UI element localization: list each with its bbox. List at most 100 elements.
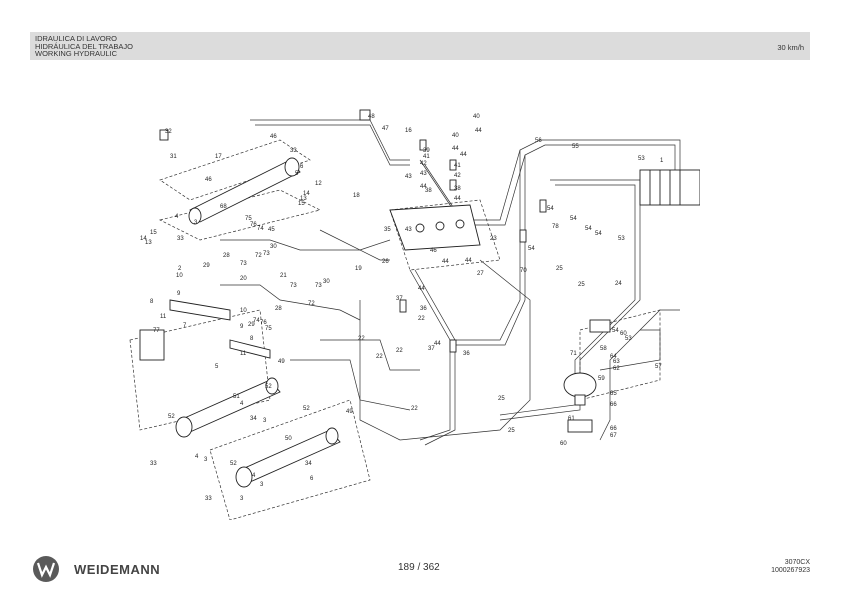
svg-text:41: 41 (423, 154, 430, 160)
svg-text:52: 52 (230, 461, 237, 467)
svg-text:54: 54 (595, 231, 602, 237)
svg-text:4: 4 (195, 454, 199, 460)
svg-text:44: 44 (465, 258, 472, 264)
svg-text:43: 43 (405, 227, 412, 233)
svg-text:23: 23 (490, 236, 497, 242)
svg-text:60: 60 (620, 331, 627, 337)
svg-text:47: 47 (382, 126, 389, 132)
page-header: IDRAULICA DI LAVORO HIDRÁULICA DEL TRABA… (30, 32, 810, 60)
svg-text:68: 68 (220, 204, 227, 210)
svg-text:22: 22 (418, 316, 425, 322)
svg-text:57: 57 (655, 364, 662, 370)
svg-text:25: 25 (508, 428, 515, 434)
svg-text:10: 10 (240, 308, 247, 314)
svg-text:24: 24 (615, 281, 622, 287)
svg-text:5: 5 (215, 364, 219, 370)
svg-text:54: 54 (547, 206, 554, 212)
svg-text:11: 11 (160, 314, 167, 320)
svg-text:2: 2 (178, 266, 182, 272)
svg-text:15: 15 (150, 230, 157, 236)
svg-text:73: 73 (240, 261, 247, 267)
svg-text:52: 52 (303, 406, 310, 412)
svg-text:55: 55 (572, 144, 579, 150)
brand-name: WEIDEMANN (74, 561, 161, 577)
title-italian: IDRAULICA DI LAVORO (35, 34, 117, 43)
svg-text:46: 46 (430, 248, 437, 254)
svg-text:32: 32 (165, 129, 172, 135)
svg-text:73: 73 (290, 283, 297, 289)
svg-text:16: 16 (405, 128, 412, 134)
svg-text:37: 37 (428, 346, 435, 352)
svg-text:46: 46 (270, 134, 277, 140)
svg-text:4: 4 (175, 214, 179, 220)
weidemann-logo: WEIDEMANN (32, 555, 160, 583)
svg-text:74: 74 (257, 226, 264, 232)
svg-text:20: 20 (240, 276, 247, 282)
svg-text:53: 53 (638, 156, 645, 162)
svg-text:18: 18 (353, 193, 360, 199)
svg-text:44: 44 (418, 286, 425, 292)
svg-text:63: 63 (613, 359, 620, 365)
svg-text:73: 73 (263, 251, 270, 257)
svg-text:28: 28 (275, 306, 282, 312)
svg-text:52: 52 (168, 414, 175, 420)
svg-text:66: 66 (610, 426, 617, 432)
svg-text:64: 64 (610, 354, 617, 360)
model-number: 3070CX (784, 559, 810, 566)
svg-text:75: 75 (265, 326, 272, 332)
svg-text:34: 34 (305, 461, 312, 467)
svg-text:33: 33 (177, 236, 184, 242)
svg-text:39: 39 (423, 148, 430, 154)
svg-text:30: 30 (323, 279, 330, 285)
svg-text:25: 25 (498, 396, 505, 402)
svg-text:22: 22 (358, 336, 365, 342)
svg-text:35: 35 (384, 227, 391, 233)
svg-text:49: 49 (278, 359, 285, 365)
document-info: 3070CX 1000267923 (771, 559, 810, 575)
svg-text:29: 29 (203, 263, 210, 269)
svg-text:17: 17 (215, 154, 222, 160)
svg-text:42: 42 (454, 173, 461, 179)
svg-text:5: 5 (295, 171, 299, 177)
svg-text:62: 62 (613, 366, 620, 372)
svg-text:44: 44 (452, 146, 459, 152)
header-titles: IDRAULICA DI LAVORO HIDRÁULICA DEL TRABA… (35, 35, 133, 58)
speed-rating: 30 km/h (777, 43, 804, 52)
svg-text:36: 36 (463, 351, 470, 357)
svg-text:54: 54 (570, 216, 577, 222)
svg-text:45: 45 (268, 227, 275, 233)
svg-text:38: 38 (454, 186, 461, 192)
svg-text:3: 3 (263, 418, 267, 424)
svg-text:13: 13 (145, 240, 152, 246)
svg-text:54: 54 (612, 328, 619, 334)
svg-text:30: 30 (270, 244, 277, 250)
svg-text:25: 25 (556, 266, 563, 272)
svg-text:44: 44 (420, 184, 427, 190)
svg-text:52: 52 (265, 384, 272, 390)
svg-text:44: 44 (434, 341, 441, 347)
svg-text:49: 49 (346, 409, 353, 415)
svg-text:34: 34 (250, 416, 257, 422)
document-number: 1000267923 (771, 567, 810, 574)
svg-text:72: 72 (255, 253, 262, 259)
svg-text:21: 21 (280, 273, 287, 279)
svg-text:9: 9 (240, 324, 244, 330)
svg-text:37: 37 (396, 296, 403, 302)
svg-text:25: 25 (578, 282, 585, 288)
svg-text:13: 13 (300, 196, 307, 202)
svg-text:36: 36 (420, 306, 427, 312)
svg-text:15: 15 (298, 201, 305, 207)
title-english: WORKING HYDRAULIC (35, 49, 118, 59)
svg-text:65: 65 (610, 391, 617, 397)
svg-text:22: 22 (376, 354, 383, 360)
svg-text:12: 12 (315, 181, 322, 187)
svg-text:44: 44 (460, 152, 467, 158)
svg-text:40: 40 (452, 133, 459, 139)
svg-text:78: 78 (552, 224, 559, 230)
svg-text:22: 22 (411, 406, 418, 412)
svg-text:60: 60 (560, 441, 567, 447)
svg-text:66: 66 (610, 402, 617, 408)
svg-text:54: 54 (585, 226, 592, 232)
